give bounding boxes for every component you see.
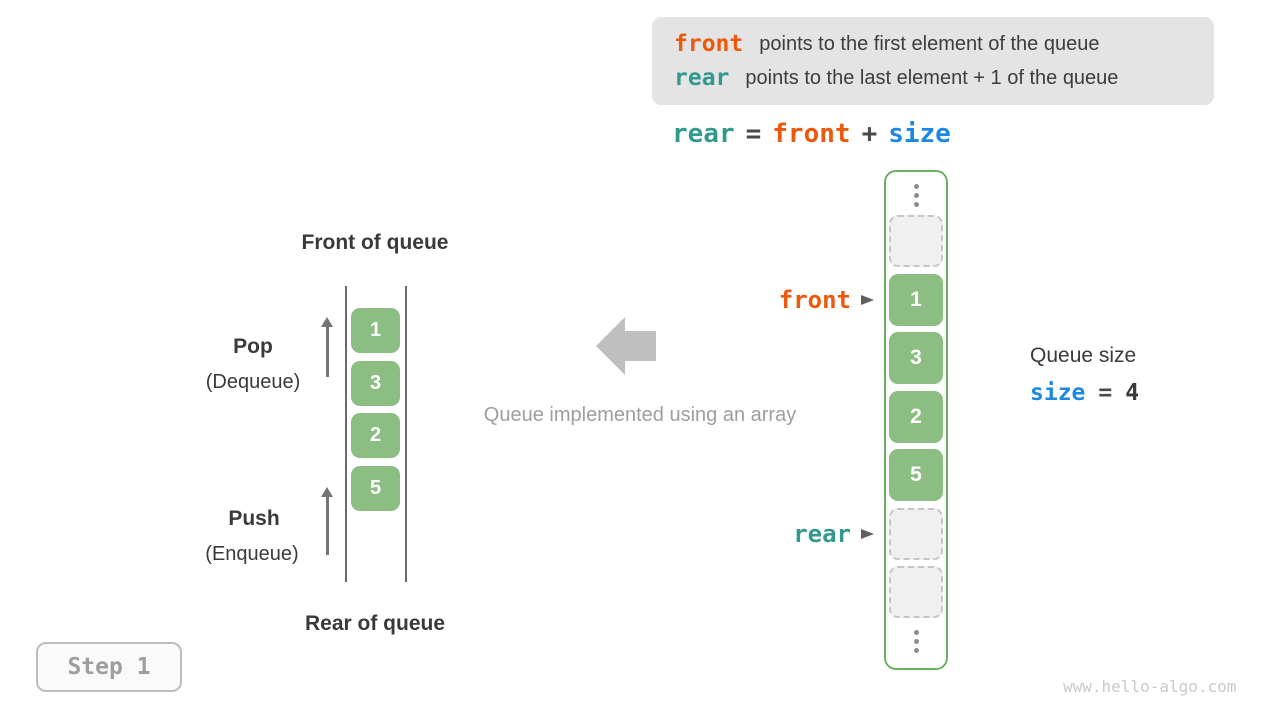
formula-rear: rear: [672, 119, 735, 149]
formula-equals: =: [745, 119, 762, 149]
right-arrowhead-icon: [861, 529, 874, 539]
push-label: Push: [228, 507, 280, 530]
rear-pointer: rear: [758, 520, 874, 548]
note-line-front: front points to the first element of the…: [674, 31, 1214, 57]
array-cell-empty: [889, 566, 943, 618]
array-cell-empty: [889, 508, 943, 560]
queue-size-value: size = 4: [1030, 380, 1139, 406]
array-cell-empty: [889, 215, 943, 267]
note-text-front: points to the first element of the queue: [759, 32, 1100, 55]
arrow-shaft: [325, 327, 329, 377]
step-badge: Step 1: [36, 642, 182, 692]
arrow-head: [321, 487, 333, 497]
array-cell-filled: 3: [889, 332, 943, 384]
left-queue-cell: 5: [351, 466, 400, 511]
formula: rear = front + size: [672, 119, 951, 149]
push-up-arrow-icon: [320, 487, 334, 555]
left-queue-cell: 3: [351, 361, 400, 406]
array-cell-filled: 5: [889, 449, 943, 501]
front-keyword: front: [674, 31, 744, 57]
arrow-head: [321, 317, 333, 327]
watermark: www.hello-algo.com: [1063, 677, 1237, 696]
ellipsis-top-icon: [886, 184, 946, 207]
note-box: front points to the first element of the…: [652, 17, 1214, 105]
formula-front: front: [772, 119, 851, 149]
rear-of-queue-label: Rear of queue: [304, 612, 446, 635]
arrow-shaft: [325, 497, 329, 555]
note-text-rear: points to the last element + 1 of the qu…: [745, 66, 1119, 89]
array-column: 1 3 2 5: [884, 170, 948, 670]
enqueue-label: (Enqueue): [205, 543, 299, 565]
formula-plus: +: [861, 119, 878, 149]
ellipsis-bottom-icon: [886, 630, 946, 653]
queue-channel-right-line: [405, 286, 407, 582]
size-keyword: size: [1030, 380, 1086, 406]
pop-up-arrow-icon: [320, 317, 334, 377]
front-of-queue-label: Front of queue: [301, 231, 449, 254]
left-block-arrow-icon: [596, 317, 656, 375]
formula-size: size: [888, 119, 951, 149]
array-implementation-caption: Queue implemented using an array: [483, 404, 797, 426]
right-arrowhead-icon: [861, 295, 874, 305]
array-cell-filled: 2: [889, 391, 943, 443]
left-queue-cell: 1: [351, 308, 400, 353]
pop-label: Pop: [233, 335, 273, 358]
front-pointer-label: front: [778, 286, 851, 314]
size-equals: =: [1098, 380, 1113, 406]
front-pointer: front: [758, 286, 874, 314]
queue-size-title: Queue size: [1030, 344, 1137, 367]
dequeue-label: (Dequeue): [205, 371, 301, 393]
note-line-rear: rear points to the last element + 1 of t…: [674, 65, 1214, 91]
rear-keyword: rear: [674, 65, 730, 91]
size-number: 4: [1125, 380, 1140, 406]
array-cell-filled: 1: [889, 274, 943, 326]
queue-channel-left-line: [345, 286, 347, 582]
left-queue-cell: 2: [351, 413, 400, 458]
rear-pointer-label: rear: [793, 520, 851, 548]
